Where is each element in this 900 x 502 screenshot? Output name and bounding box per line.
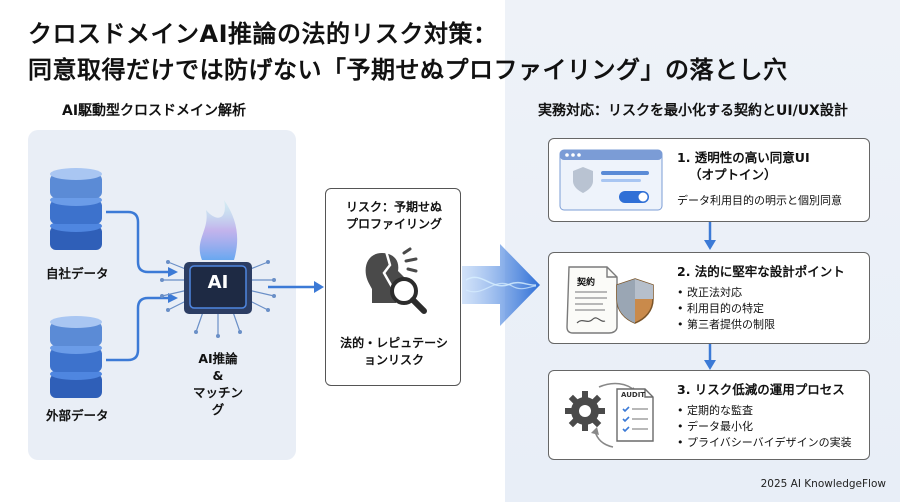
step-1-description: データ利用目的の明示と個別同意 <box>677 194 842 207</box>
step-legal-design: 契約 2. 法的に堅牢な設計ポイント 改正法対応 利用目的の特定 第三者提供の制… <box>548 252 870 344</box>
broken-profile-magnifier-icon <box>365 247 427 314</box>
left-section-heading: AI駆動型クロスドメイン解析 <box>62 103 247 119</box>
footer-credit: 2025 AI KnowledgeFlow <box>760 478 886 490</box>
ai-engine-label-line3: マッチング <box>192 385 243 417</box>
database-icon-internal <box>50 168 102 250</box>
risk-title: リスク：予期せぬ プロファイリング <box>326 199 462 233</box>
step-2-bullet: 改正法対応 <box>677 285 775 301</box>
step-3-bullet: 定期的な監査 <box>677 403 852 419</box>
ai-engine-label-line2: & <box>212 368 224 383</box>
step-2-bullets: 改正法対応 利用目的の特定 第三者提供の制限 <box>677 285 775 333</box>
consent-toggle-window-icon <box>559 149 663 211</box>
step-3-bullet: データ最小化 <box>677 419 852 435</box>
right-section-heading: 実務対応：リスクを最小化する契約とUI/UX設計 <box>538 103 848 119</box>
step-consent-ui: 1. 透明性の高い同意UI （オプトイン） データ利用目的の明示と個別同意 <box>548 138 870 222</box>
ai-engine-label-line1: AI推論 <box>198 351 238 366</box>
step-2-bullet: 第三者提供の制限 <box>677 317 775 333</box>
step-1-title-line2: （オプトイン） <box>689 167 777 182</box>
step-3-bullets: 定期的な監査 データ最小化 プライバシーバイデザインの実装 <box>677 403 852 451</box>
shield-icon <box>616 278 654 324</box>
step-operation-process: AUDIT 3. リスク低減の運用プロセス 定期的な監査 データ最小化 プライバ… <box>548 370 870 460</box>
step-1-title-line1: 1. 透明性の高い同意UI <box>677 150 810 165</box>
contract-doc-label: 契約 <box>577 278 596 288</box>
risk-title-line2: プロファイリング <box>345 217 442 231</box>
ai-chip-icon <box>160 200 276 338</box>
step-2-title: 2. 法的に堅牢な設計ポイント <box>677 264 845 279</box>
title-line-2: 同意取得だけでは防げない「予期せぬプロファイリング」の落とし穴 <box>28 56 788 84</box>
risk-consequence: 法的・レピュテーシ ョンリスク <box>326 335 462 369</box>
step-connector-2 <box>704 344 716 370</box>
step-1-title: 1. 透明性の高い同意UI （オプトイン） <box>677 149 810 183</box>
ai-chip-text: AI <box>207 272 229 293</box>
big-flow-arrow <box>462 244 540 326</box>
step-3-bullet: プライバシーバイデザインの実装 <box>677 435 852 451</box>
source-label-internal: 自社データ <box>46 266 109 281</box>
gear-icon <box>565 391 605 431</box>
title-line-1: クロスドメインAI推論の法的リスク対策： <box>28 20 498 48</box>
risk-bottom-line2: ョンリスク <box>363 353 424 367</box>
ai-engine-label: AI推論 & マッチング <box>188 350 248 418</box>
step-2-bullet: 利用目的の特定 <box>677 301 775 317</box>
page-title: クロスドメインAI推論の法的リスク対策： 同意取得だけでは防げない「予期せぬプロ… <box>28 16 788 88</box>
risk-title-line1: リスク：予期せぬ <box>345 200 442 214</box>
step-3-title: 3. リスク低減の運用プロセス <box>677 382 845 397</box>
step-connector-1 <box>704 222 716 250</box>
contract-document-icon <box>566 266 618 334</box>
source-label-external: 外部データ <box>46 408 109 423</box>
database-icon-external <box>50 316 102 398</box>
risk-card: リスク：予期せぬ プロファイリング 法的・レピュテーシ ョンリスク <box>325 188 461 386</box>
risk-bottom-line1: 法的・レピュテーシ <box>340 336 448 350</box>
audit-document-icon <box>616 388 654 442</box>
audit-doc-label: AUDIT <box>621 391 646 399</box>
